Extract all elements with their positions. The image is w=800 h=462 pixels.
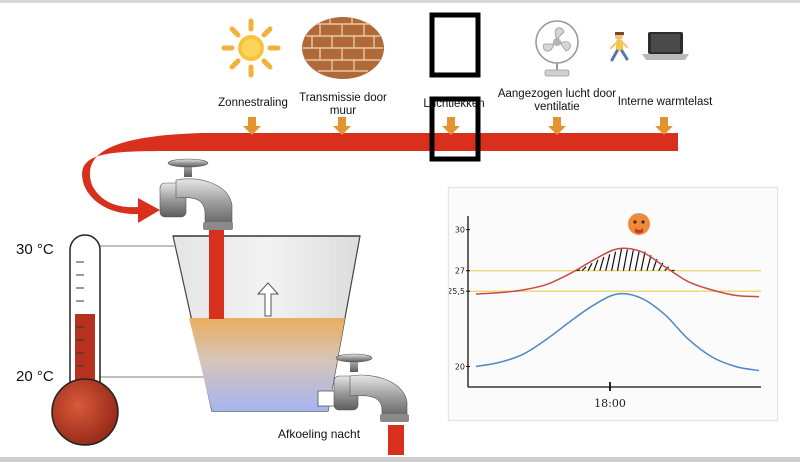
source-label-wall: Transmissie door muur <box>299 92 387 117</box>
down-arrow-icon <box>655 117 673 135</box>
water-bucket <box>172 227 361 412</box>
x-tick-label: 18:00 <box>594 397 626 410</box>
brick-wall-icon <box>302 17 384 79</box>
source-arrows <box>243 117 673 135</box>
down-arrow-icon <box>548 117 566 135</box>
source-label-internal-load: Interne warmtelast <box>617 96 713 108</box>
down-arrow-icon <box>333 117 351 135</box>
y-tick-label: 20 <box>455 362 465 371</box>
bottom-border <box>0 457 800 462</box>
y-tick-label: 27 <box>455 267 465 276</box>
source-label-sun: Zonnestraling <box>218 97 288 109</box>
up-arrow-icon <box>256 282 280 317</box>
hot-face-emoji-icon <box>628 212 650 235</box>
night-cooling-label: Afkoeling nacht <box>278 427 361 441</box>
window-icon <box>429 12 481 162</box>
outflow-tap-icon <box>317 353 409 455</box>
outdoor-temperature-line <box>475 292 760 372</box>
sun-icon <box>221 18 281 78</box>
y-tick-label: 30 <box>455 226 465 235</box>
outflow-stream <box>388 425 404 455</box>
source-label-ventilation: Aangezogen lucht door ventilatie <box>497 88 617 113</box>
overheating-hatch <box>576 248 675 272</box>
temperature-chart-svg: 30 27 25,5 20 18:00 <box>449 212 761 410</box>
person-laptop-icon <box>610 32 689 62</box>
y-tick-label: 25,5 <box>449 287 465 296</box>
thermometer-bottom-label: 20 °C <box>16 368 54 385</box>
top-border <box>0 0 800 3</box>
thermometer-icon <box>51 234 212 446</box>
fan-icon <box>535 20 579 77</box>
inflow-tap-icon <box>159 158 233 230</box>
thermometer-top-label: 30 °C <box>16 241 54 258</box>
source-label-leaks: Luchtlekken <box>423 98 485 110</box>
temperature-chart: 30 27 25,5 20 18:00 <box>448 187 778 421</box>
down-arrow-icon <box>243 117 261 135</box>
water-level <box>189 318 345 411</box>
inflow-stream <box>209 227 224 319</box>
indoor-temperature-line <box>475 247 760 298</box>
heat-flow-arrow <box>82 133 678 223</box>
down-arrow-icon <box>442 117 460 135</box>
